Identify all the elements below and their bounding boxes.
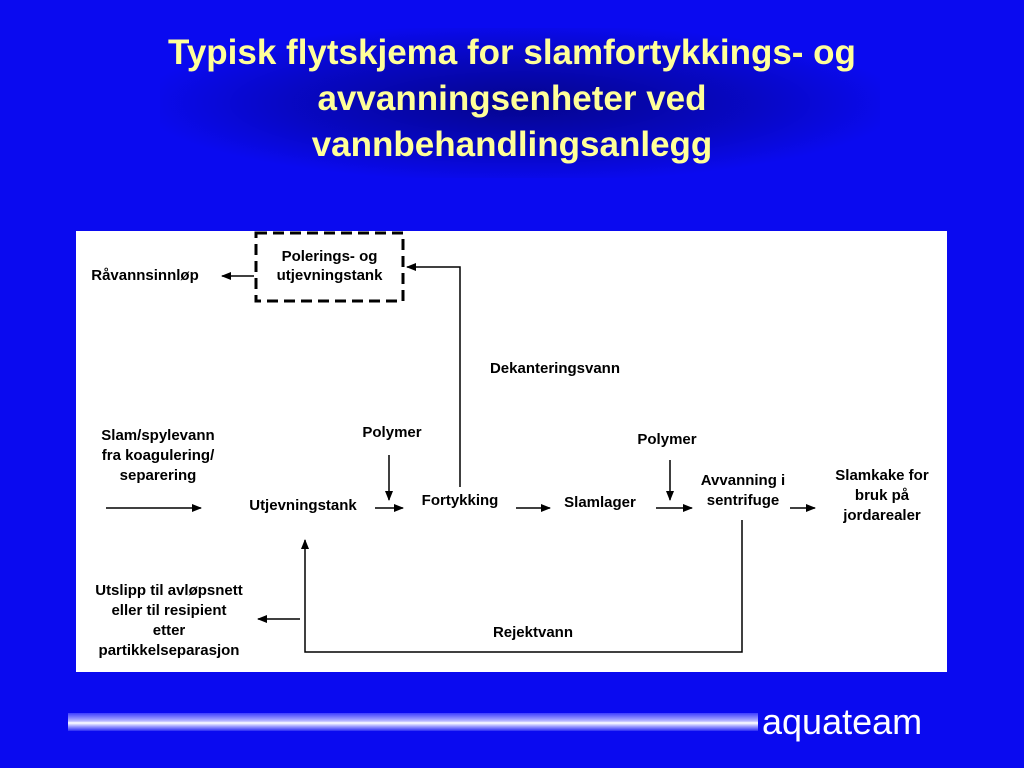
title-line-3: vannbehandlingsanlegg xyxy=(311,125,713,164)
sludge-input-line-1: Slam/spylevann xyxy=(101,427,215,444)
sludge-cake-line-3: jordarealer xyxy=(843,507,921,524)
sludge-cake-label: Slamkake for bruk på jordarealer xyxy=(817,466,947,526)
dewatering-line-2: sentrifuge xyxy=(706,492,780,509)
equalization-tank-label: Utjevningstank xyxy=(249,497,357,514)
polishing-tank-line-2: utjevningstank xyxy=(276,267,383,284)
reject-water-label: Rejektvann xyxy=(492,624,574,641)
discharge-line-3: etter xyxy=(152,622,186,639)
raw-water-inlet-label: Råvannsinnløp xyxy=(91,267,199,284)
sludge-input-line-2: fra koagulering/ xyxy=(101,447,215,464)
arrow-reject-water-loop xyxy=(301,520,743,653)
footer-divider xyxy=(68,713,758,731)
sludge-cake-line-1: Slamkake for xyxy=(835,467,929,484)
polishing-tank-line-1: Polerings- og xyxy=(281,248,378,265)
sludge-input-label: Slam/spylevann fra koagulering/ separeri… xyxy=(82,426,234,486)
discharge-line-2: eller til resipient xyxy=(111,602,227,619)
polymer-label-1: Polymer xyxy=(362,424,422,441)
sludge-input-line-3: separering xyxy=(119,467,197,484)
sludge-storage-label: Slamlager xyxy=(564,494,636,511)
discharge-label: Utslipp til avløpsnett eller til resipie… xyxy=(78,581,260,661)
page-title: Typisk flytskjema for slamfortykkings- o… xyxy=(0,30,1024,168)
polishing-tank-label: Polerings- og utjevningstank xyxy=(256,247,403,285)
flowchart-panel xyxy=(76,231,947,672)
brand-logo-text: aquateam xyxy=(762,701,923,742)
decant-water-label: Dekanteringsvann xyxy=(489,360,621,377)
thickening-label: Fortykking xyxy=(421,492,499,509)
sludge-cake-line-2: bruk på xyxy=(854,487,910,504)
polishing-tank-box xyxy=(254,231,405,303)
discharge-line-1: Utslipp til avløpsnett xyxy=(95,582,243,599)
title-line-1: Typisk flytskjema for slamfortykkings- o… xyxy=(168,33,856,72)
title-backdrop xyxy=(160,28,880,178)
dewatering-label: Avvanning i sentrifuge xyxy=(680,471,806,511)
dewatering-line-1: Avvanning i xyxy=(700,472,786,489)
polymer-label-2: Polymer xyxy=(637,431,697,448)
arrow-decant-return xyxy=(406,263,461,487)
discharge-line-4: partikkelseparasjon xyxy=(98,642,240,659)
title-line-2: avvanningsenheter ved xyxy=(317,79,707,118)
